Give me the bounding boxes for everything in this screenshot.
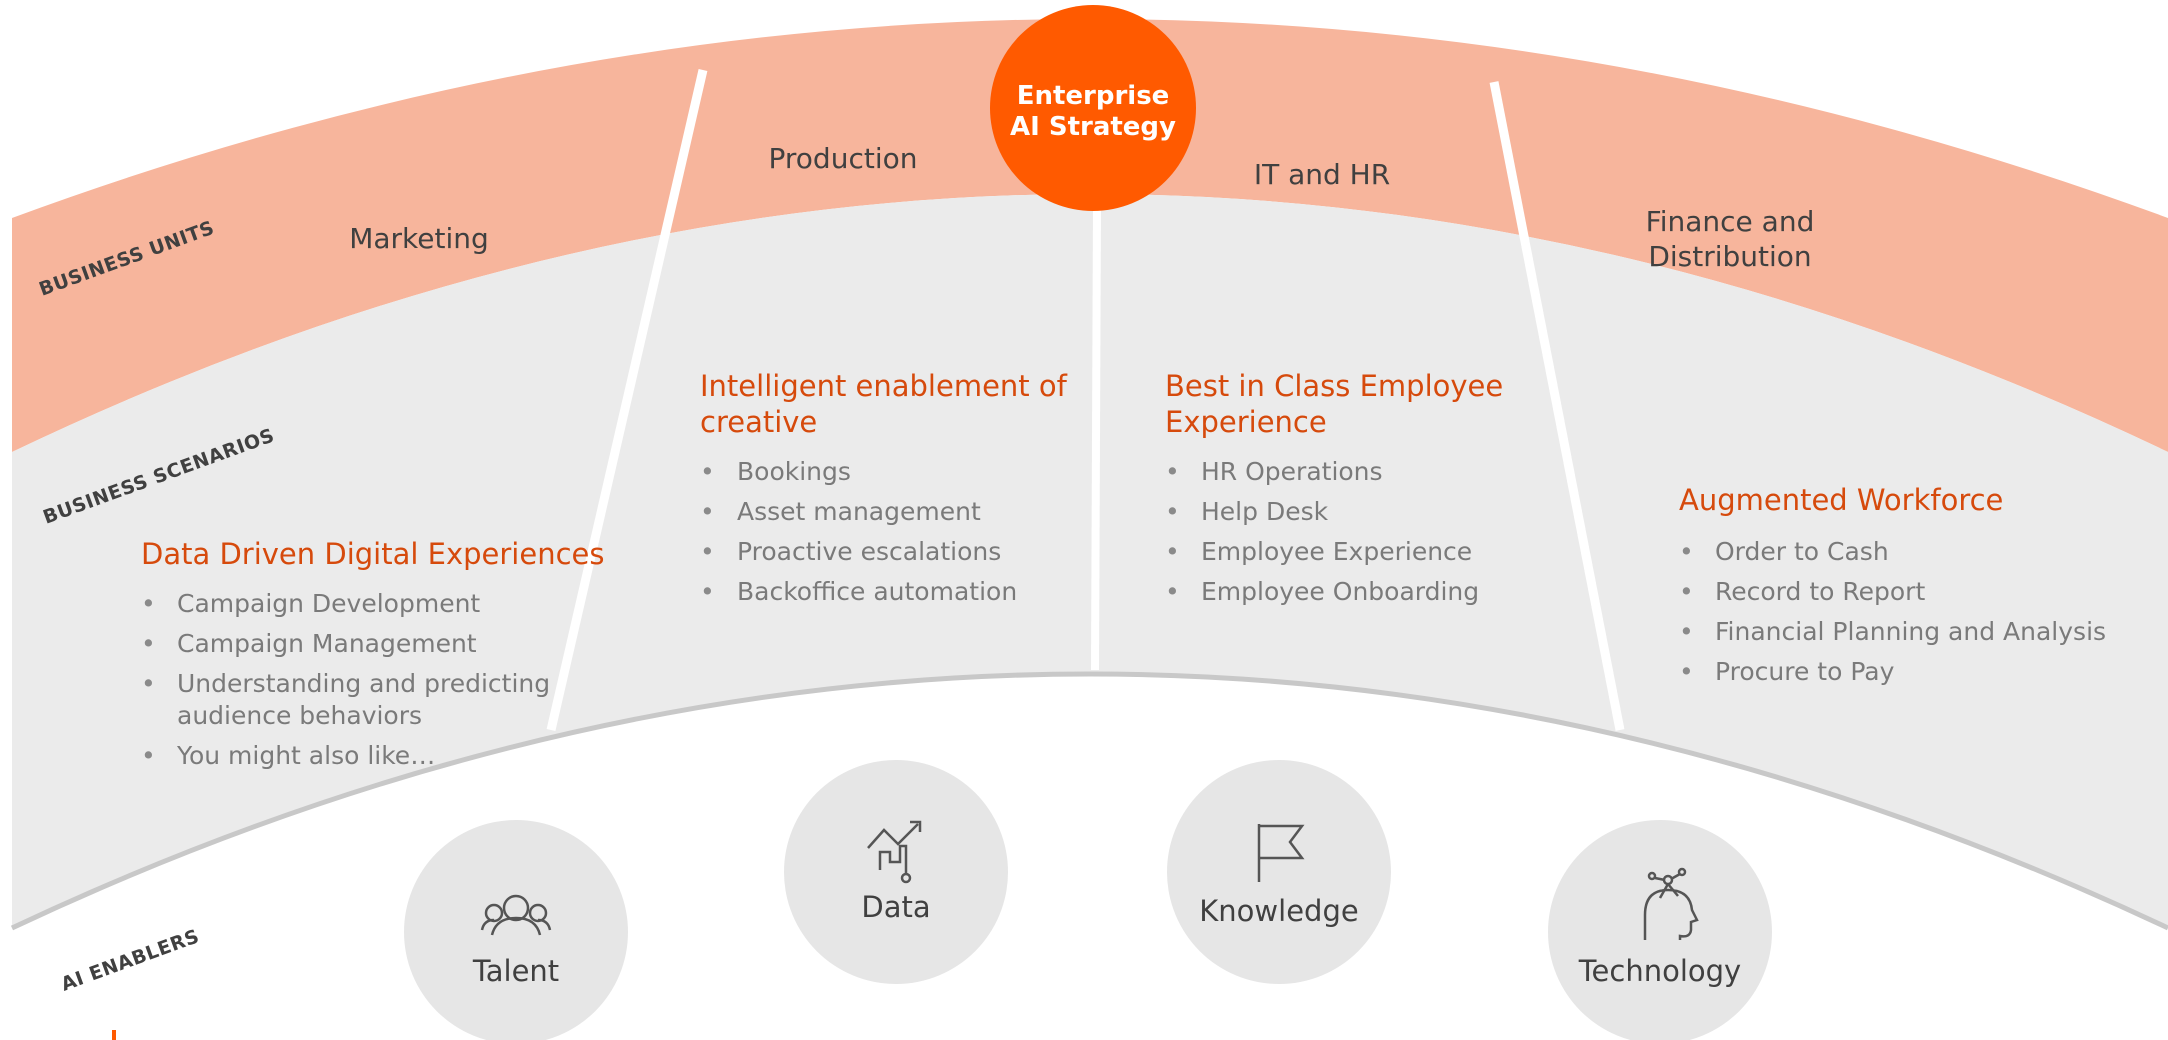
scenario-augmented-workforce: Augmented Workforce • Order to Cash • Re… bbox=[1679, 483, 2106, 686]
bullet-dot: • bbox=[1679, 657, 1694, 686]
bullet-item: Proactive escalations bbox=[737, 537, 1001, 566]
bullet-item: Backoffice automation bbox=[737, 577, 1017, 606]
bullet-item: Record to Report bbox=[1715, 577, 1925, 606]
flag-icon bbox=[1257, 824, 1305, 882]
bullet-item: Asset management bbox=[737, 497, 981, 526]
unit-finance-line1: Finance and bbox=[1646, 205, 1815, 238]
accent-mark bbox=[112, 1030, 116, 1040]
scenario-employee-experience: Best in Class Employee Experience • HR O… bbox=[1165, 369, 1503, 606]
bullet-item-continued: audience behaviors bbox=[177, 701, 422, 730]
bullet-item: HR Operations bbox=[1201, 457, 1383, 486]
scenario-intelligent-enablement: Intelligent enablement of creative • Boo… bbox=[700, 369, 1068, 606]
scenario-heading: Augmented Workforce bbox=[1679, 483, 2003, 517]
bullet-item: You might also like… bbox=[176, 741, 435, 770]
bullet-dot: • bbox=[141, 589, 156, 618]
bullet-item: Campaign Management bbox=[177, 629, 477, 658]
enabler-circle bbox=[404, 820, 628, 1040]
business-units-band bbox=[12, 19, 2168, 452]
enabler-label: Knowledge bbox=[1199, 894, 1358, 928]
enabler-label: Data bbox=[861, 890, 930, 924]
unit-it-hr: IT and HR bbox=[1254, 158, 1390, 191]
bullet-dot: • bbox=[1679, 577, 1694, 606]
bullet-item: Campaign Development bbox=[177, 589, 480, 618]
bullet-dot: • bbox=[1679, 617, 1694, 646]
band-bottom-edge bbox=[10, 671, 2168, 931]
enterprise-ai-strategy-circle bbox=[990, 5, 1196, 211]
divider-2 bbox=[1091, 204, 1101, 671]
bullet-dot: • bbox=[700, 457, 715, 486]
scenario-heading: Data Driven Digital Experiences bbox=[141, 537, 604, 571]
bullet-dot: • bbox=[700, 537, 715, 566]
bullet-item: Bookings bbox=[737, 457, 851, 486]
bullet-item: Order to Cash bbox=[1715, 537, 1889, 566]
bullet-dot: • bbox=[1165, 537, 1180, 566]
bullet-item: Understanding and predicting bbox=[177, 669, 550, 698]
bullet-item: Employee Experience bbox=[1201, 537, 1472, 566]
bullet-dot: • bbox=[1165, 457, 1180, 486]
scenario-heading: creative bbox=[700, 405, 817, 439]
bullet-item: Procure to Pay bbox=[1715, 657, 1895, 686]
divider-1 bbox=[546, 68, 708, 732]
unit-marketing: Marketing bbox=[349, 222, 489, 255]
bullet-dot: • bbox=[141, 741, 156, 770]
divider-3 bbox=[1489, 81, 1625, 731]
enabler-label: Talent bbox=[472, 954, 559, 988]
scenario-heading: Experience bbox=[1165, 405, 1327, 439]
bullet-item: Employee Onboarding bbox=[1201, 577, 1479, 606]
enabler-data: Data bbox=[784, 760, 1008, 984]
enabler-knowledge: Knowledge bbox=[1167, 760, 1391, 984]
enabler-talent: Talent bbox=[404, 820, 628, 1040]
center-title-line1: Enterprise bbox=[1017, 81, 1170, 111]
data-chart-icon bbox=[867, 820, 922, 884]
bullet-dot: • bbox=[141, 629, 156, 658]
ai-enablers-label: AI ENABLERS bbox=[58, 925, 202, 995]
enabler-label: Technology bbox=[1578, 954, 1741, 988]
scenario-heading: Best in Class Employee bbox=[1165, 369, 1503, 403]
bullet-dot: • bbox=[700, 577, 715, 606]
bullet-dot: • bbox=[141, 669, 156, 698]
bullet-dot: • bbox=[1679, 537, 1694, 566]
business-scenarios-band bbox=[12, 194, 551, 452]
business-scenarios-band bbox=[12, 194, 2168, 928]
bullet-dot: • bbox=[1165, 577, 1180, 606]
unit-production: Production bbox=[769, 142, 918, 175]
enabler-circle bbox=[784, 760, 1008, 984]
enabler-circle bbox=[1548, 820, 1772, 1040]
enabler-technology: Technology bbox=[1548, 820, 1772, 1040]
bullet-dot: • bbox=[700, 497, 715, 526]
scenario-data-driven: Data Driven Digital Experiences • Campai… bbox=[141, 537, 604, 770]
people-icon bbox=[480, 894, 552, 936]
bullet-item: Financial Planning and Analysis bbox=[1715, 617, 2106, 646]
scenario-heading: Intelligent enablement of bbox=[700, 369, 1068, 403]
center-title-line2: AI Strategy bbox=[1010, 112, 1176, 142]
bullet-item: Help Desk bbox=[1201, 497, 1329, 526]
unit-finance-line2: Distribution bbox=[1648, 240, 1811, 273]
ai-head-icon bbox=[1643, 867, 1699, 940]
enabler-circle bbox=[1167, 760, 1391, 984]
bullet-dot: • bbox=[1165, 497, 1180, 526]
